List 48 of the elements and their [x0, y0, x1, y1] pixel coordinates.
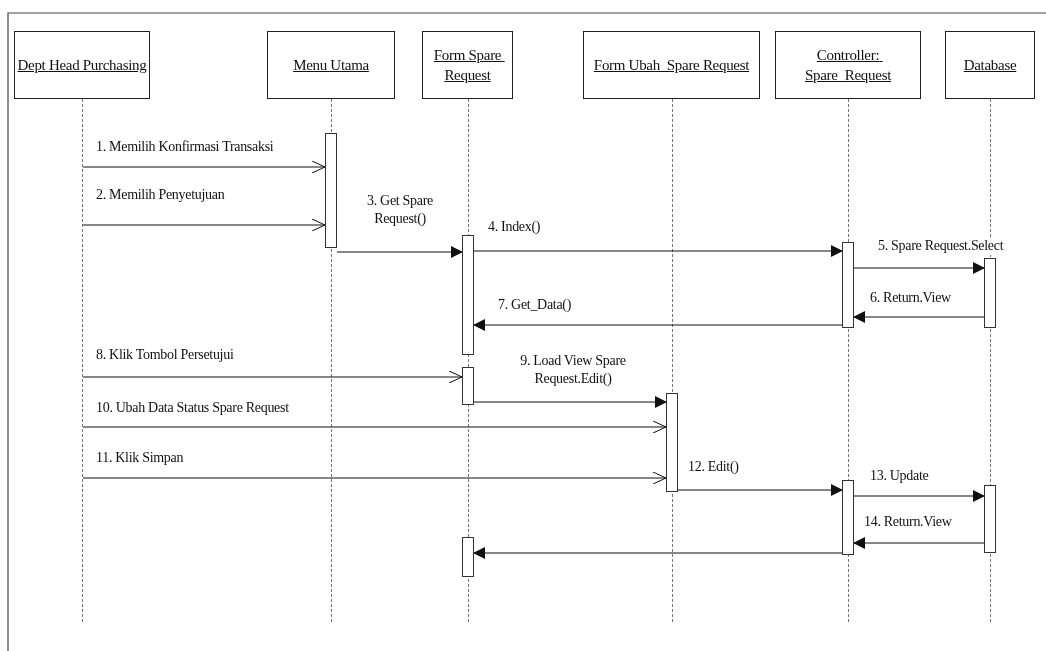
message-arrow — [853, 537, 985, 549]
message-arrow — [473, 319, 843, 331]
message-arrow — [82, 160, 326, 174]
object-name: Controller: Spare_Request — [803, 46, 893, 85]
message-arrow — [473, 547, 843, 559]
object-name: Database — [963, 56, 1017, 75]
message-arrow — [853, 311, 985, 323]
object-name: Dept Head Purchasing — [17, 56, 147, 75]
edge-label: 8. Klik Tombol Persetujui — [96, 346, 234, 364]
object-name: Form Spare Request — [432, 46, 503, 85]
edge-label: 2. Memilih Penyetujuan — [96, 186, 225, 204]
activation-bar — [842, 242, 854, 328]
message-arrow — [473, 245, 843, 257]
edge-label: 5. Spare Request.Select — [878, 237, 1004, 255]
activation-bar — [984, 258, 996, 328]
object-box — [775, 31, 921, 99]
message-arrow — [82, 420, 667, 434]
edge-label: 3. Get Spare Request() — [366, 192, 434, 228]
edge-label: 4. Index() — [488, 218, 541, 236]
object-box — [267, 31, 395, 99]
activation-bar — [462, 235, 474, 355]
activation-bar — [462, 367, 474, 405]
message-arrow — [473, 396, 667, 408]
message-arrow — [677, 484, 843, 496]
edge-label: 9. Load View Spare Request.Edit() — [519, 352, 627, 388]
edge-label: 13. Update — [870, 467, 929, 485]
activation-bar — [666, 393, 678, 492]
object-box — [945, 31, 1035, 99]
edge-label: 7. Get_Data() — [498, 296, 572, 314]
edge-label: 10. Ubah Data Status Spare Request — [96, 399, 289, 417]
object-name: Menu Utama — [293, 56, 369, 75]
object-name: Form Ubah Spare Request — [593, 56, 750, 75]
message-arrow — [82, 370, 463, 384]
message-arrow — [82, 471, 667, 485]
object-box — [583, 31, 760, 99]
lifeline — [82, 99, 83, 622]
activation-bar — [984, 485, 996, 553]
message-arrow — [336, 246, 463, 258]
message-arrow — [82, 218, 326, 232]
activation-bar — [842, 480, 854, 555]
activation-bar — [325, 133, 337, 248]
edge-label: 12. Edit() — [688, 458, 739, 476]
message-arrow — [853, 262, 985, 274]
activation-bar — [462, 537, 474, 577]
object-box — [422, 31, 513, 99]
edge-label: 11. Klik Simpan — [96, 449, 184, 467]
object-box — [14, 31, 150, 99]
message-arrow — [853, 490, 985, 502]
